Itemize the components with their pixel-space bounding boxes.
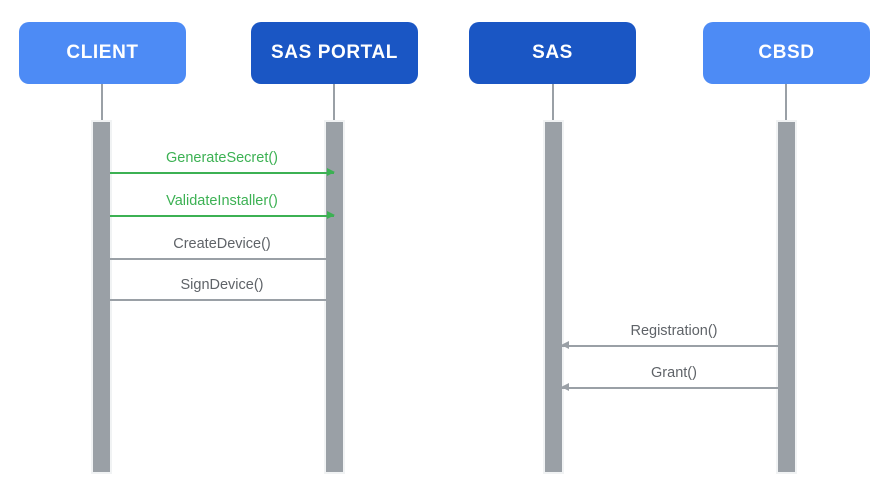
arrowhead-right-icon (327, 295, 335, 303)
participant-box-sas-portal[interactable]: SAS PORTAL (251, 22, 418, 84)
message-line-registration (562, 345, 786, 347)
participant-label-client: CLIENT (66, 42, 139, 63)
message-line-sign-device (110, 299, 334, 301)
participant-box-cbsd[interactable]: CBSD (703, 22, 870, 84)
arrowhead-right-icon (327, 168, 335, 176)
lifeline-stem-cbsd (785, 84, 787, 122)
arrowhead-right-icon (327, 211, 335, 219)
message-line-create-device (110, 258, 334, 260)
message-label-generate-secret: GenerateSecret() (165, 150, 279, 166)
message-label-grant: Grant() (651, 365, 697, 381)
participant-label-sas: SAS (532, 42, 573, 63)
activation-bar-cbsd (778, 122, 795, 472)
message-label-create-device: CreateDevice() (173, 236, 271, 252)
message-label-registration: Registration() (630, 323, 718, 339)
participant-label-cbsd: CBSD (758, 42, 815, 63)
message-line-generate-secret (110, 172, 334, 174)
activation-bar-client (93, 122, 110, 472)
activation-bar-sas (545, 122, 562, 472)
lifeline-stem-client (101, 84, 103, 122)
arrowhead-left-icon (561, 341, 569, 349)
lifeline-stem-sas-portal (333, 84, 335, 122)
lifeline-stem-sas (552, 84, 554, 122)
arrowhead-left-icon (561, 383, 569, 391)
message-label-sign-device: SignDevice() (180, 277, 264, 293)
message-line-validate-installer (110, 215, 334, 217)
participant-label-sas-portal: SAS PORTAL (270, 42, 399, 63)
participant-box-client[interactable]: CLIENT (19, 22, 186, 84)
message-label-validate-installer: ValidateInstaller() (166, 193, 278, 209)
message-line-grant (562, 387, 786, 389)
participant-box-sas[interactable]: SAS (469, 22, 636, 84)
arrowhead-right-icon (327, 254, 335, 262)
